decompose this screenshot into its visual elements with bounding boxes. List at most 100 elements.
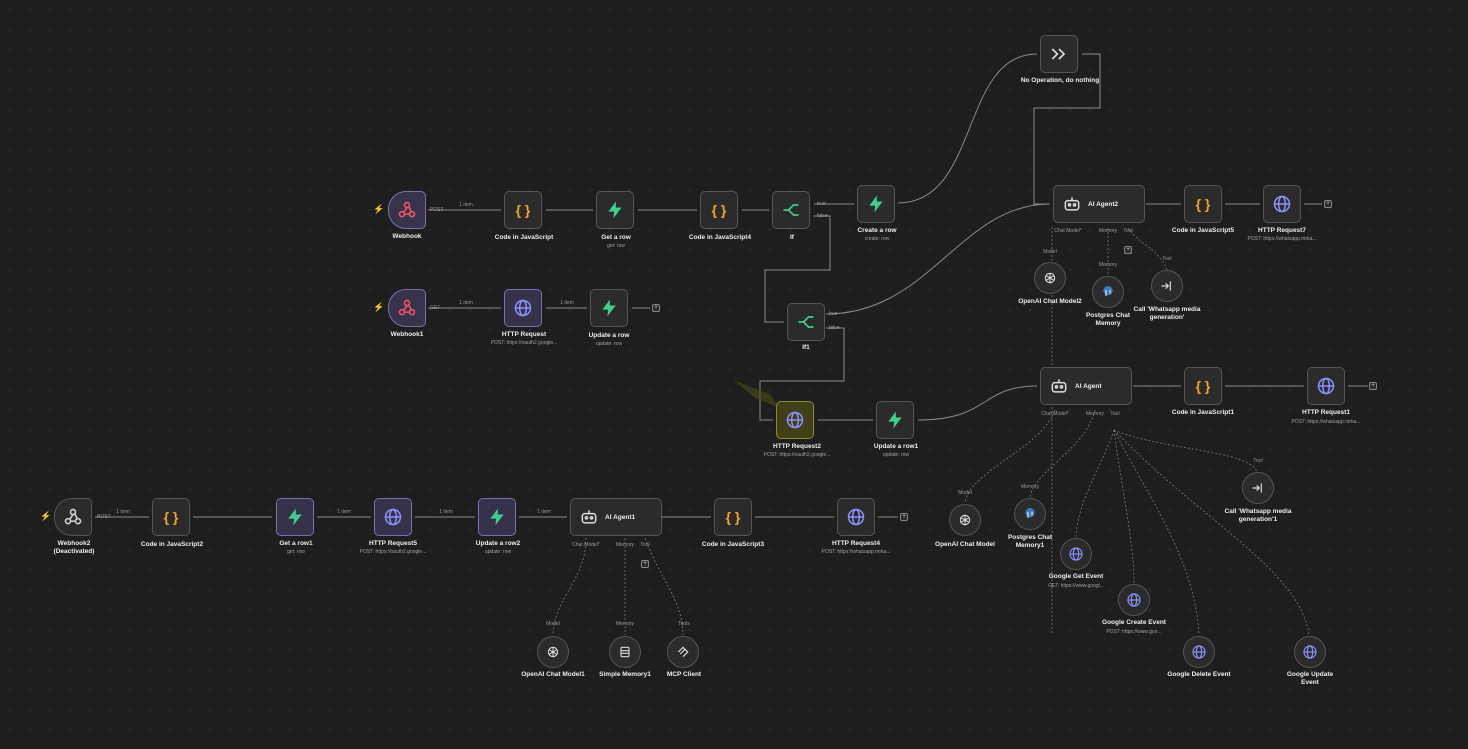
node-mcp-client[interactable] xyxy=(667,636,699,668)
globe-icon xyxy=(1192,645,1206,659)
node-http5[interactable] xyxy=(374,498,412,536)
postgres-icon xyxy=(1103,286,1113,296)
node-google-create-event[interactable] xyxy=(1118,584,1150,616)
node-get-row1[interactable] xyxy=(276,498,314,536)
node-update-row[interactable] xyxy=(590,289,628,327)
openai-icon xyxy=(1044,272,1056,284)
sub-edge-gdelete xyxy=(1113,429,1200,636)
node-code-js4[interactable]: { } xyxy=(700,191,738,229)
code-icon: { } xyxy=(711,202,727,218)
node-google-get-event[interactable] xyxy=(1060,538,1092,570)
if-icon xyxy=(798,316,814,328)
node-openai-chat-model1[interactable] xyxy=(537,636,569,668)
supabase-icon xyxy=(288,508,302,526)
add-node-button[interactable]: + xyxy=(900,513,908,521)
node-update-row2[interactable] xyxy=(478,498,516,536)
node-code-js3[interactable]: { } xyxy=(714,498,752,536)
node-if[interactable] xyxy=(772,191,810,229)
node-code-js1[interactable]: { } xyxy=(1184,367,1222,405)
selection-highlight xyxy=(733,380,780,408)
node-webhook2[interactable] xyxy=(54,498,92,536)
sub-edge-openai1 xyxy=(552,537,587,636)
node-openai-chat-model2[interactable] xyxy=(1034,262,1066,294)
add-node-button[interactable]: + xyxy=(652,304,660,312)
edge-update1-agent xyxy=(917,385,1038,421)
true-label: true xyxy=(829,311,838,317)
node-http2[interactable] xyxy=(776,401,814,439)
node-postgres-memory[interactable] xyxy=(1092,276,1124,308)
node-ai-agent1[interactable]: AI Agent1 xyxy=(570,498,662,536)
port-label: POST xyxy=(97,514,111,520)
node-title: Webhook xyxy=(392,233,422,240)
code-icon: { } xyxy=(515,202,531,218)
node-ai-agent2[interactable]: AI Agent2 xyxy=(1053,185,1145,223)
edge-if1-false-http2 xyxy=(759,327,845,421)
node-subtitle: POST: https://whatsapp.mrka... xyxy=(1247,236,1317,242)
node-google-update-event[interactable] xyxy=(1294,636,1326,668)
node-title: Webhook2 (Deactivated) xyxy=(53,540,95,555)
edge-item-count: 1 item xyxy=(537,509,551,515)
trigger-bolt-icon: ⚡ xyxy=(373,204,385,214)
node-code-js2[interactable]: { } xyxy=(152,498,190,536)
node-create-row[interactable] xyxy=(857,185,895,223)
false-label: false xyxy=(829,325,840,331)
supabase-icon xyxy=(608,201,622,219)
node-subtitle: get: row xyxy=(607,243,625,249)
sub-edge-pgmem1 xyxy=(1029,409,1096,498)
node-code-js5[interactable]: { } xyxy=(1184,185,1222,223)
node-openai-chat-model[interactable] xyxy=(949,504,981,536)
agent-title: AI Agent1 xyxy=(605,513,636,521)
node-call-whatsapp1[interactable] xyxy=(1242,472,1274,504)
sub-edge-callwa1 xyxy=(1113,429,1258,473)
edge-item-count: 1 item xyxy=(459,300,473,306)
node-code-js[interactable]: { } xyxy=(504,191,542,229)
edge-item-count: 1 item xyxy=(439,509,453,515)
robot-icon xyxy=(1064,197,1080,211)
add-tool-button[interactable]: + xyxy=(1124,246,1132,254)
node-noop[interactable] xyxy=(1040,35,1078,73)
trigger-bolt-icon: ⚡ xyxy=(40,511,52,521)
edge-item-count: 1 item xyxy=(116,509,130,515)
node-call-whatsapp[interactable] xyxy=(1151,270,1183,302)
code-icon: { } xyxy=(163,509,179,525)
add-node-button[interactable]: + xyxy=(1324,200,1332,208)
node-get-row[interactable] xyxy=(596,191,634,229)
node-title: Code in JavaScript1 xyxy=(1171,409,1235,416)
node-http[interactable] xyxy=(504,289,542,327)
node-webhook[interactable] xyxy=(388,191,426,229)
supabase-icon xyxy=(869,195,883,213)
node-http1[interactable] xyxy=(1307,367,1345,405)
node-if1[interactable] xyxy=(787,303,825,341)
add-node-button[interactable]: + xyxy=(1369,382,1377,390)
node-title: Postgres Chat Memory1 xyxy=(1007,534,1053,549)
node-postgres-memory1[interactable] xyxy=(1014,498,1046,530)
node-webhook1[interactable] xyxy=(388,289,426,327)
node-title: Call 'Whatsapp media generation'1 xyxy=(1224,508,1292,523)
globe-icon xyxy=(1069,547,1083,561)
slot-tool: Tool xyxy=(1123,228,1133,234)
slot-tool: Tool xyxy=(1110,411,1120,417)
node-title: Webhook1 xyxy=(390,331,424,338)
code-icon: { } xyxy=(1195,378,1211,394)
supabase-icon xyxy=(602,299,616,317)
node-title: Update a row xyxy=(588,332,630,339)
arrow-icon xyxy=(1051,48,1066,60)
node-simple-memory1[interactable] xyxy=(609,636,641,668)
edge-noop-loop xyxy=(1033,53,1101,205)
node-subtitle: GET: https://www.googl... xyxy=(1048,583,1104,589)
node-title: If xyxy=(790,234,794,241)
port-label: POST xyxy=(430,207,444,213)
postgres-icon xyxy=(1025,508,1035,518)
node-http4[interactable] xyxy=(837,498,875,536)
node-subtitle: POST: https://whatsapp.mrka... xyxy=(1291,419,1361,425)
node-http7[interactable] xyxy=(1263,185,1301,223)
node-update-row1[interactable] xyxy=(876,401,914,439)
node-title: OpenAI Chat Model xyxy=(935,541,995,548)
robot-icon xyxy=(581,510,597,524)
node-title: Code in JavaScript4 xyxy=(688,234,752,241)
node-google-delete-event[interactable] xyxy=(1183,636,1215,668)
node-ai-agent[interactable]: AI Agent xyxy=(1040,367,1132,405)
add-tool-button[interactable]: + xyxy=(641,560,649,568)
node-title: Code in JavaScript xyxy=(494,234,554,241)
